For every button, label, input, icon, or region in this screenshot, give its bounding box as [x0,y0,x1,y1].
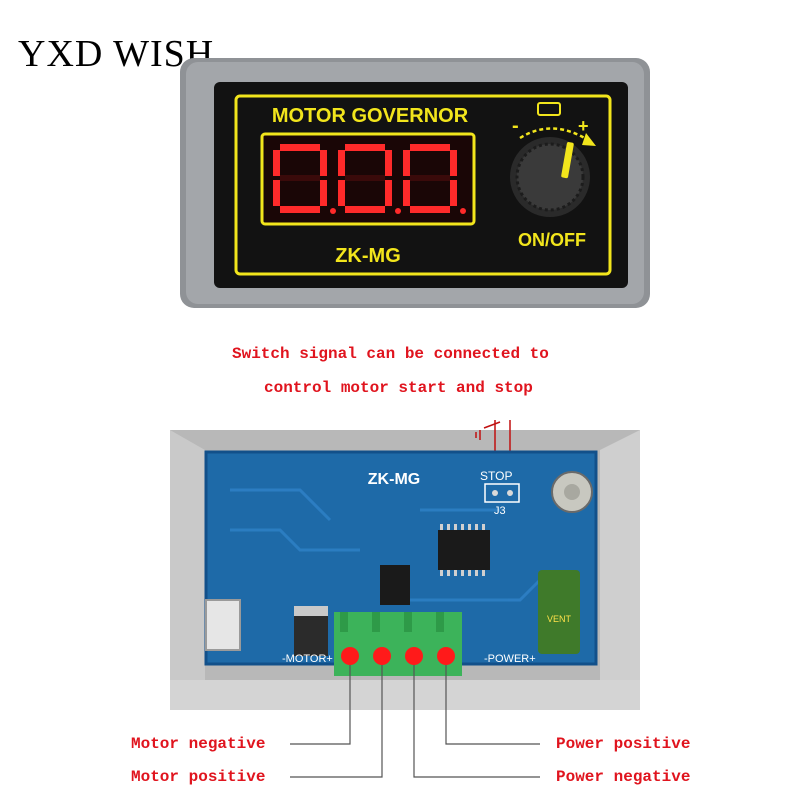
green-capacitor [538,570,580,654]
j3-label: J3 [494,505,506,517]
display-digit-3 [403,144,466,214]
knob-arc [519,127,589,142]
terminal-4[interactable] [437,647,455,665]
speed-knob[interactable] [510,137,590,217]
board-model: ZK-MG [368,471,420,488]
terminal-2[interactable] [373,647,391,665]
heatsink-pad [205,599,241,651]
power-label: -POWER+ [484,653,536,665]
j3-header [484,483,520,503]
note-line-1: Switch signal can be connected to [232,345,549,363]
display-digit-2 [338,144,401,214]
label-motor-negative: Motor negative [131,735,266,753]
terminal-1[interactable] [341,647,359,665]
label-power-positive: Power positive [556,735,691,753]
note-line-2: control motor start and stop [264,379,533,397]
panel-border [234,94,612,276]
ic-chip [438,530,490,570]
stop-label: STOP [480,469,512,483]
panel-title: MOTOR GOVERNOR [272,105,469,127]
motor-label: -MOTOR+ [282,653,333,665]
terminal-3[interactable] [405,647,423,665]
switch-label: ON/OFF [518,230,586,250]
battery-icon [537,102,561,116]
mosfet [294,614,328,656]
front-panel: MOTOR GOVERNOR ZK-MG - + [180,58,650,308]
display-digit-1 [273,144,336,214]
label-motor-positive: Motor positive [131,768,266,786]
label-power-negative: Power negative [556,768,691,786]
capacitor-label: VENT [547,614,572,624]
knob-minus: - [512,115,519,137]
circuit-board-photo: ZK-MG STOP J3 VENT -MOTOR+ -POWER+ [170,420,640,778]
knob-plus: + [578,116,589,136]
panel-model: ZK-MG [335,245,401,267]
